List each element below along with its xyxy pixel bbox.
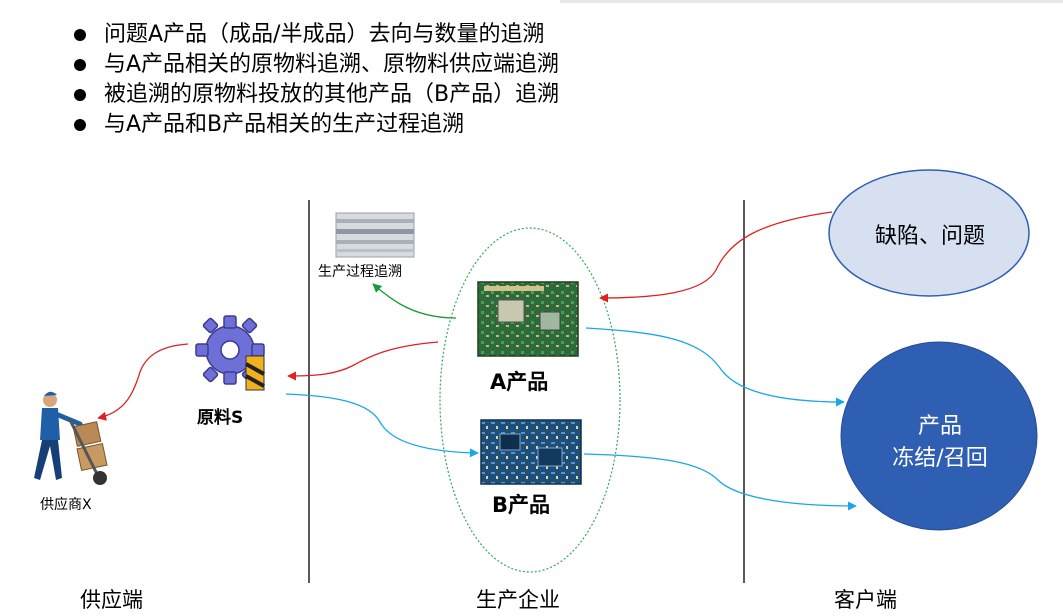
factory-cluster-ellipse	[439, 227, 621, 573]
supplier-worker-icon	[34, 391, 108, 485]
top-divider	[560, 0, 1063, 3]
column-label-factory: 生产企业	[476, 588, 560, 612]
bullet-list: 问题A产品（成品/半成品）去向与数量的追溯 与A产品相关的原物料追溯、原物料供应…	[72, 20, 559, 140]
freeze-text-line2: 冻结/召回	[892, 446, 988, 471]
defect-text: 缺陷、问题	[874, 224, 985, 249]
material-s-label: 原料S	[197, 408, 244, 428]
supplier-x-label: 供应商X	[40, 497, 92, 513]
arrow-product-a-to-process	[372, 283, 457, 319]
bullet-item: 与A产品和B产品相关的生产过程追溯	[72, 110, 559, 140]
column-label-customer: 客户端	[834, 588, 897, 612]
process-trace-label: 生产过程追溯	[318, 264, 402, 280]
arrow-product-b-to-freeze	[583, 453, 857, 511]
material-gear-icon	[195, 315, 265, 391]
arrow-product-a-to-material	[287, 341, 439, 381]
freeze-recall-circle	[840, 341, 1038, 531]
arrow-material-to-supplier	[97, 343, 189, 421]
arrow-defect-to-product-a	[599, 211, 833, 303]
product-b-label: B产品	[492, 493, 551, 517]
product-a-label: A产品	[490, 370, 549, 394]
arrow-product-a-to-freeze	[585, 327, 845, 407]
bullet-item: 与A产品相关的原物料追溯、原物料供应端追溯	[72, 50, 559, 80]
column-label-supplier: 供应端	[80, 588, 143, 612]
arrow-material-to-product-b	[285, 393, 479, 458]
defect-oval	[828, 169, 1030, 297]
product-b-board-icon	[480, 419, 582, 485]
product-a-board-icon	[477, 281, 579, 357]
bullet-item: 被追溯的原物料投放的其他产品（B产品）追溯	[72, 80, 559, 110]
freeze-text-line1: 产品	[917, 414, 962, 439]
process-trace-icon	[335, 212, 415, 258]
bullet-item: 问题A产品（成品/半成品）去向与数量的追溯	[72, 20, 559, 50]
